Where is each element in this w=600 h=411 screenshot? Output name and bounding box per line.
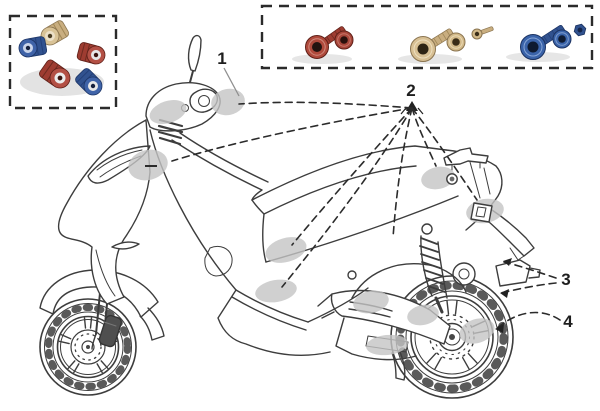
highlight-spots <box>128 88 504 356</box>
highlight-exhaust-bracket <box>366 334 408 356</box>
front-wheel <box>39 298 137 396</box>
rear-wheel <box>390 275 514 399</box>
blue-screw-kit <box>520 23 587 60</box>
highlight-details <box>446 173 493 223</box>
tail-stay <box>488 209 535 257</box>
leg-shield-floorboard <box>149 129 331 356</box>
mirror <box>187 34 202 72</box>
gold-screw-kit <box>410 26 494 62</box>
highlight-rear-panel <box>421 166 455 190</box>
screws-photo-box <box>260 4 594 70</box>
blue-bar-end-weight-bottom <box>75 68 103 96</box>
mud-flap <box>139 307 165 341</box>
handlebar-cowl <box>145 34 221 146</box>
callout-1: 1 <box>217 49 227 68</box>
highlight-swingarm-mid <box>407 304 439 326</box>
blue-bar-end-weight-left <box>18 36 48 58</box>
steering-boot <box>157 118 184 146</box>
highlight-handlebar-left <box>149 100 187 124</box>
callout-2: 2 <box>406 81 416 100</box>
callout-4: 4 <box>563 312 573 331</box>
air-vent <box>111 241 140 250</box>
red-bar-end-weight-right <box>76 42 106 65</box>
gold-bar-end-weight <box>40 20 70 46</box>
grab-rail <box>443 147 489 166</box>
leader-fan-2 <box>145 101 478 288</box>
highlight-floor-upper <box>265 237 307 263</box>
highlight-rear-hub <box>459 318 495 344</box>
caps-photo-box <box>8 14 118 110</box>
red-screw-kit <box>305 26 354 59</box>
leader-3 <box>500 258 557 298</box>
highlight-swingarm-front <box>353 290 389 314</box>
highlight-floor-lower <box>255 279 297 303</box>
leader-4 <box>495 311 561 333</box>
red-bar-end-weight-front <box>39 59 71 89</box>
leader-lines <box>145 67 561 333</box>
leader-1 <box>223 67 240 97</box>
callout-3: 3 <box>561 270 571 289</box>
highlight-handlebar-right <box>211 88 245 116</box>
body-and-seat <box>251 145 535 323</box>
